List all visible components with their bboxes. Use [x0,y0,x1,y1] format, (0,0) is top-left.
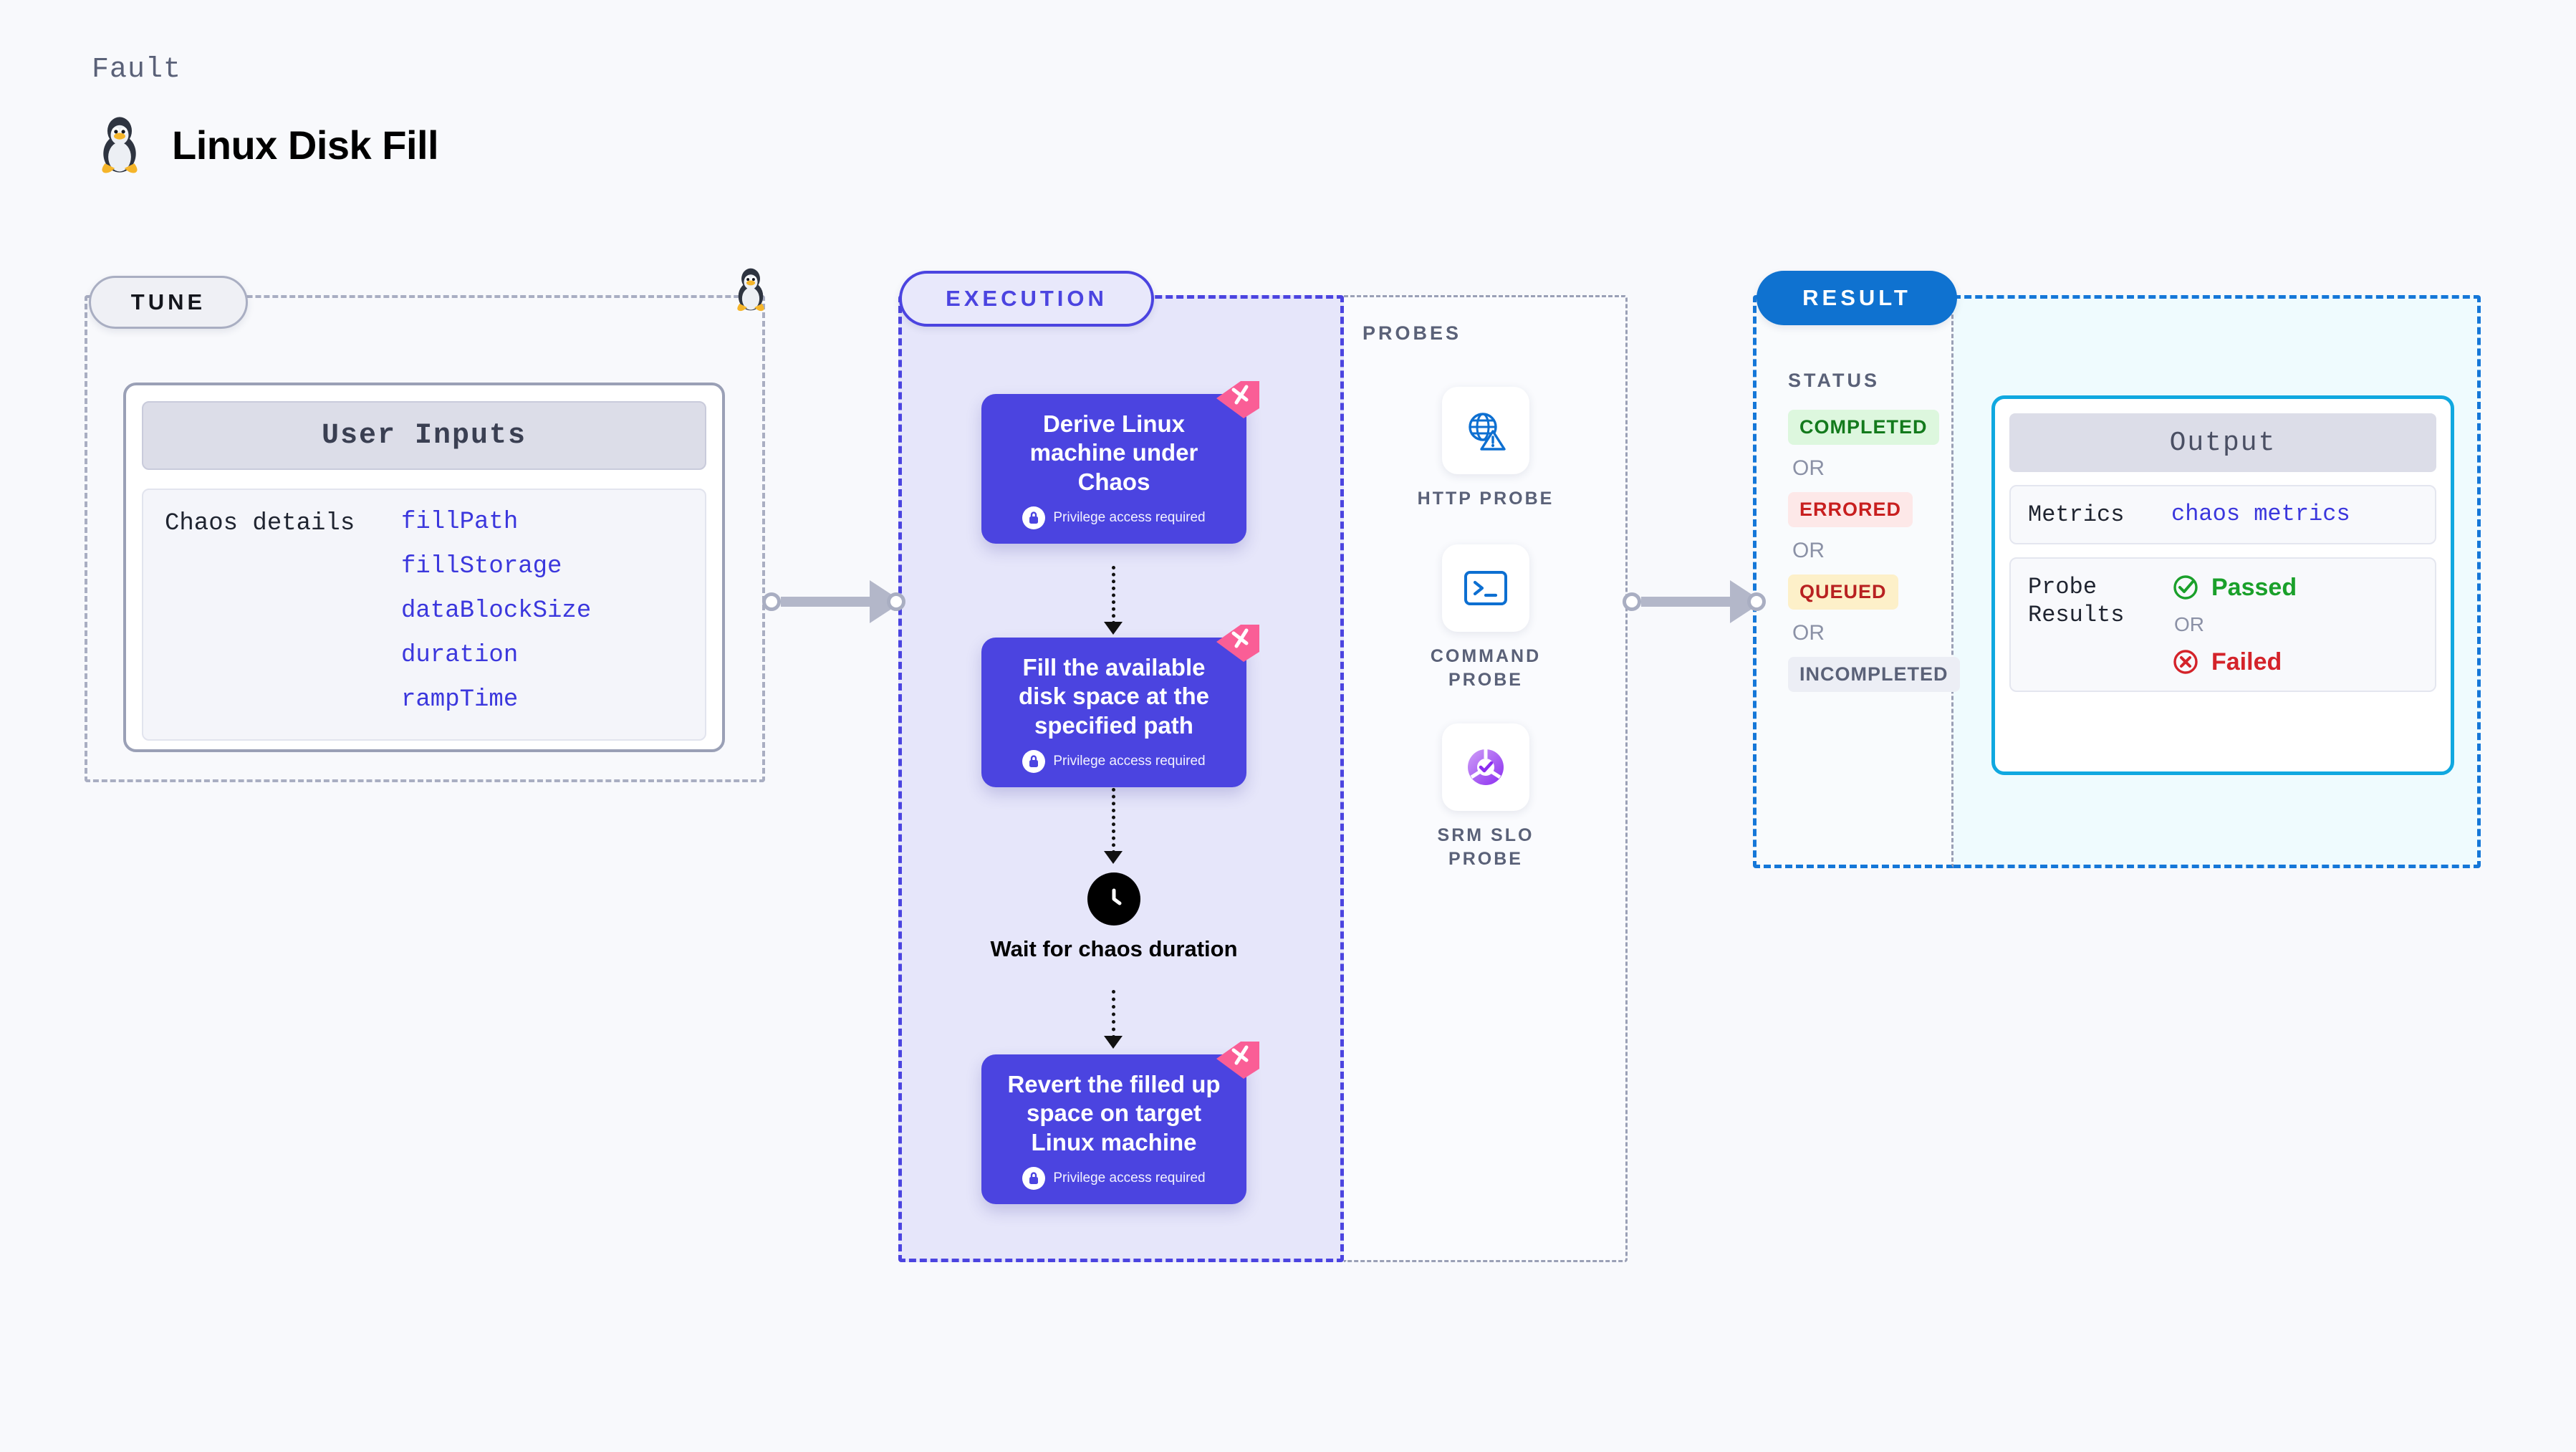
execution-step-card[interactable]: Fill the available disk space at the spe… [981,625,1259,787]
page-kicker: Fault [92,54,182,86]
user-inputs-card: User Inputs Chaos details fillPath fillS… [123,383,725,752]
step-title: Revert the filled up space on target Lin… [1007,1071,1221,1155]
probe-results-values: Passed OR Failed [2171,573,2297,676]
step-title: Fill the available disk space at the spe… [1019,654,1209,739]
step-connector-arrow-icon [1104,1036,1123,1049]
failed-label: Failed [2211,648,2282,675]
chaos-flag-icon [1216,1042,1259,1079]
probe-result-failed: Failed [2171,648,2297,676]
lock-icon [1022,749,1046,773]
chaos-parameter-list: fillPath fillStorage dataBlockSize durat… [401,509,591,721]
status-title: STATUS [1788,370,1880,391]
tune-to-execution-connector [762,580,905,623]
step-title: Derive Linux machine under Chaos [1029,410,1198,495]
metrics-value[interactable]: chaos metrics [2171,501,2350,527]
status-badge-incompleted: INCOMPLETED [1788,657,1960,692]
connector-handle-end[interactable] [887,592,905,611]
status-or-label: OR [1792,621,1825,645]
step-connector-line [1112,566,1115,625]
x-circle-icon [2173,650,2198,674]
chaos-details-row: Chaos details fillPath fillStorage dataB… [142,489,706,741]
status-badge-errored: ERRORED [1788,492,1913,527]
tux-penguin-marker-icon [731,266,771,316]
execution-step-card[interactable]: Revert the filled up space on target Lin… [981,1042,1259,1204]
lock-icon [1022,506,1046,529]
step-connector-line [1112,990,1115,1039]
probe-result-passed: Passed [2171,573,2297,602]
privilege-note: Privilege access required [999,506,1229,529]
probe-label: COMMAND PROBE [1430,646,1542,690]
passed-label: Passed [2211,573,2297,601]
probe-label: HTTP PROBE [1417,489,1554,509]
connector-line [1641,597,1731,607]
chaos-flag-icon [1216,381,1259,418]
probe-result-or-label: OR [2174,613,2204,636]
privilege-note-label: Privilege access required [1053,753,1206,769]
page-title-row: Linux Disk Fill [93,115,439,175]
tune-region [85,295,765,782]
parameter-fillstorage[interactable]: fillStorage [401,553,562,580]
status-badge-completed: COMPLETED [1788,410,1939,445]
probe-results-label: Probe Results [2028,574,2125,629]
privilege-note-label: Privilege access required [1053,1170,1206,1186]
privilege-note: Privilege access required [999,749,1229,773]
chaos-details-label: Chaos details [165,510,355,537]
probe-item-http[interactable]: HTTP PROBE [1416,387,1556,511]
parameter-datablocksize[interactable]: dataBlockSize [401,597,592,625]
privilege-note: Privilege access required [999,1166,1229,1190]
clock-icon [1087,872,1140,925]
lock-icon [1022,1166,1046,1190]
tune-section-pill[interactable]: TUNE [89,276,248,329]
step-connector-arrow-icon [1104,622,1123,635]
terminal-icon [1442,544,1529,632]
execution-step-card[interactable]: Derive Linux machine under Chaos Privile… [981,381,1259,544]
globe-warning-icon [1442,387,1529,474]
status-badge-queued: QUEUED [1788,574,1898,610]
probes-title: PROBES [1363,322,1462,344]
connector-handle-end[interactable] [1747,592,1766,611]
execution-to-result-connector [1623,580,1766,623]
output-metrics-row: Metrics chaos metrics [2009,485,2436,545]
result-section-pill[interactable]: RESULT [1756,271,1957,325]
page-title: Linux Disk Fill [172,122,439,168]
output-card-title: Output [2009,413,2436,472]
slo-donut-check-icon [1442,723,1529,811]
connector-handle-start[interactable] [762,592,781,611]
parameter-fillpath[interactable]: fillPath [401,509,519,536]
parameter-ramptime[interactable]: rampTime [401,686,519,713]
parameter-duration[interactable]: duration [401,642,519,669]
connector-line [781,597,871,607]
probe-label: SRM SLO PROBE [1437,825,1534,869]
privilege-note-label: Privilege access required [1053,509,1206,525]
output-probe-results-row: Probe Results Passed OR Failed [2009,557,2436,693]
wait-for-duration-node: Wait for chaos duration [981,872,1246,963]
probe-item-command[interactable]: COMMAND PROBE [1416,544,1556,691]
wait-node-label: Wait for chaos duration [990,936,1238,961]
tux-penguin-icon [93,115,146,175]
chaos-flag-icon [1216,625,1259,662]
status-or-label: OR [1792,456,1825,480]
status-list: COMPLETED OR ERRORED OR QUEUED OR INCOMP… [1788,410,1960,692]
execution-section-pill[interactable]: EXECUTION [899,271,1154,327]
check-circle-icon [2173,575,2198,600]
step-connector-arrow-icon [1104,851,1123,864]
step-connector-line [1112,788,1115,854]
connector-handle-start[interactable] [1623,592,1641,611]
status-or-label: OR [1792,539,1825,562]
user-inputs-card-title: User Inputs [142,401,706,470]
metrics-label: Metrics [2028,501,2125,528]
output-card: Output Metrics chaos metrics Probe Resul… [1991,395,2454,775]
probe-item-srm-slo[interactable]: SRM SLO PROBE [1416,723,1556,870]
